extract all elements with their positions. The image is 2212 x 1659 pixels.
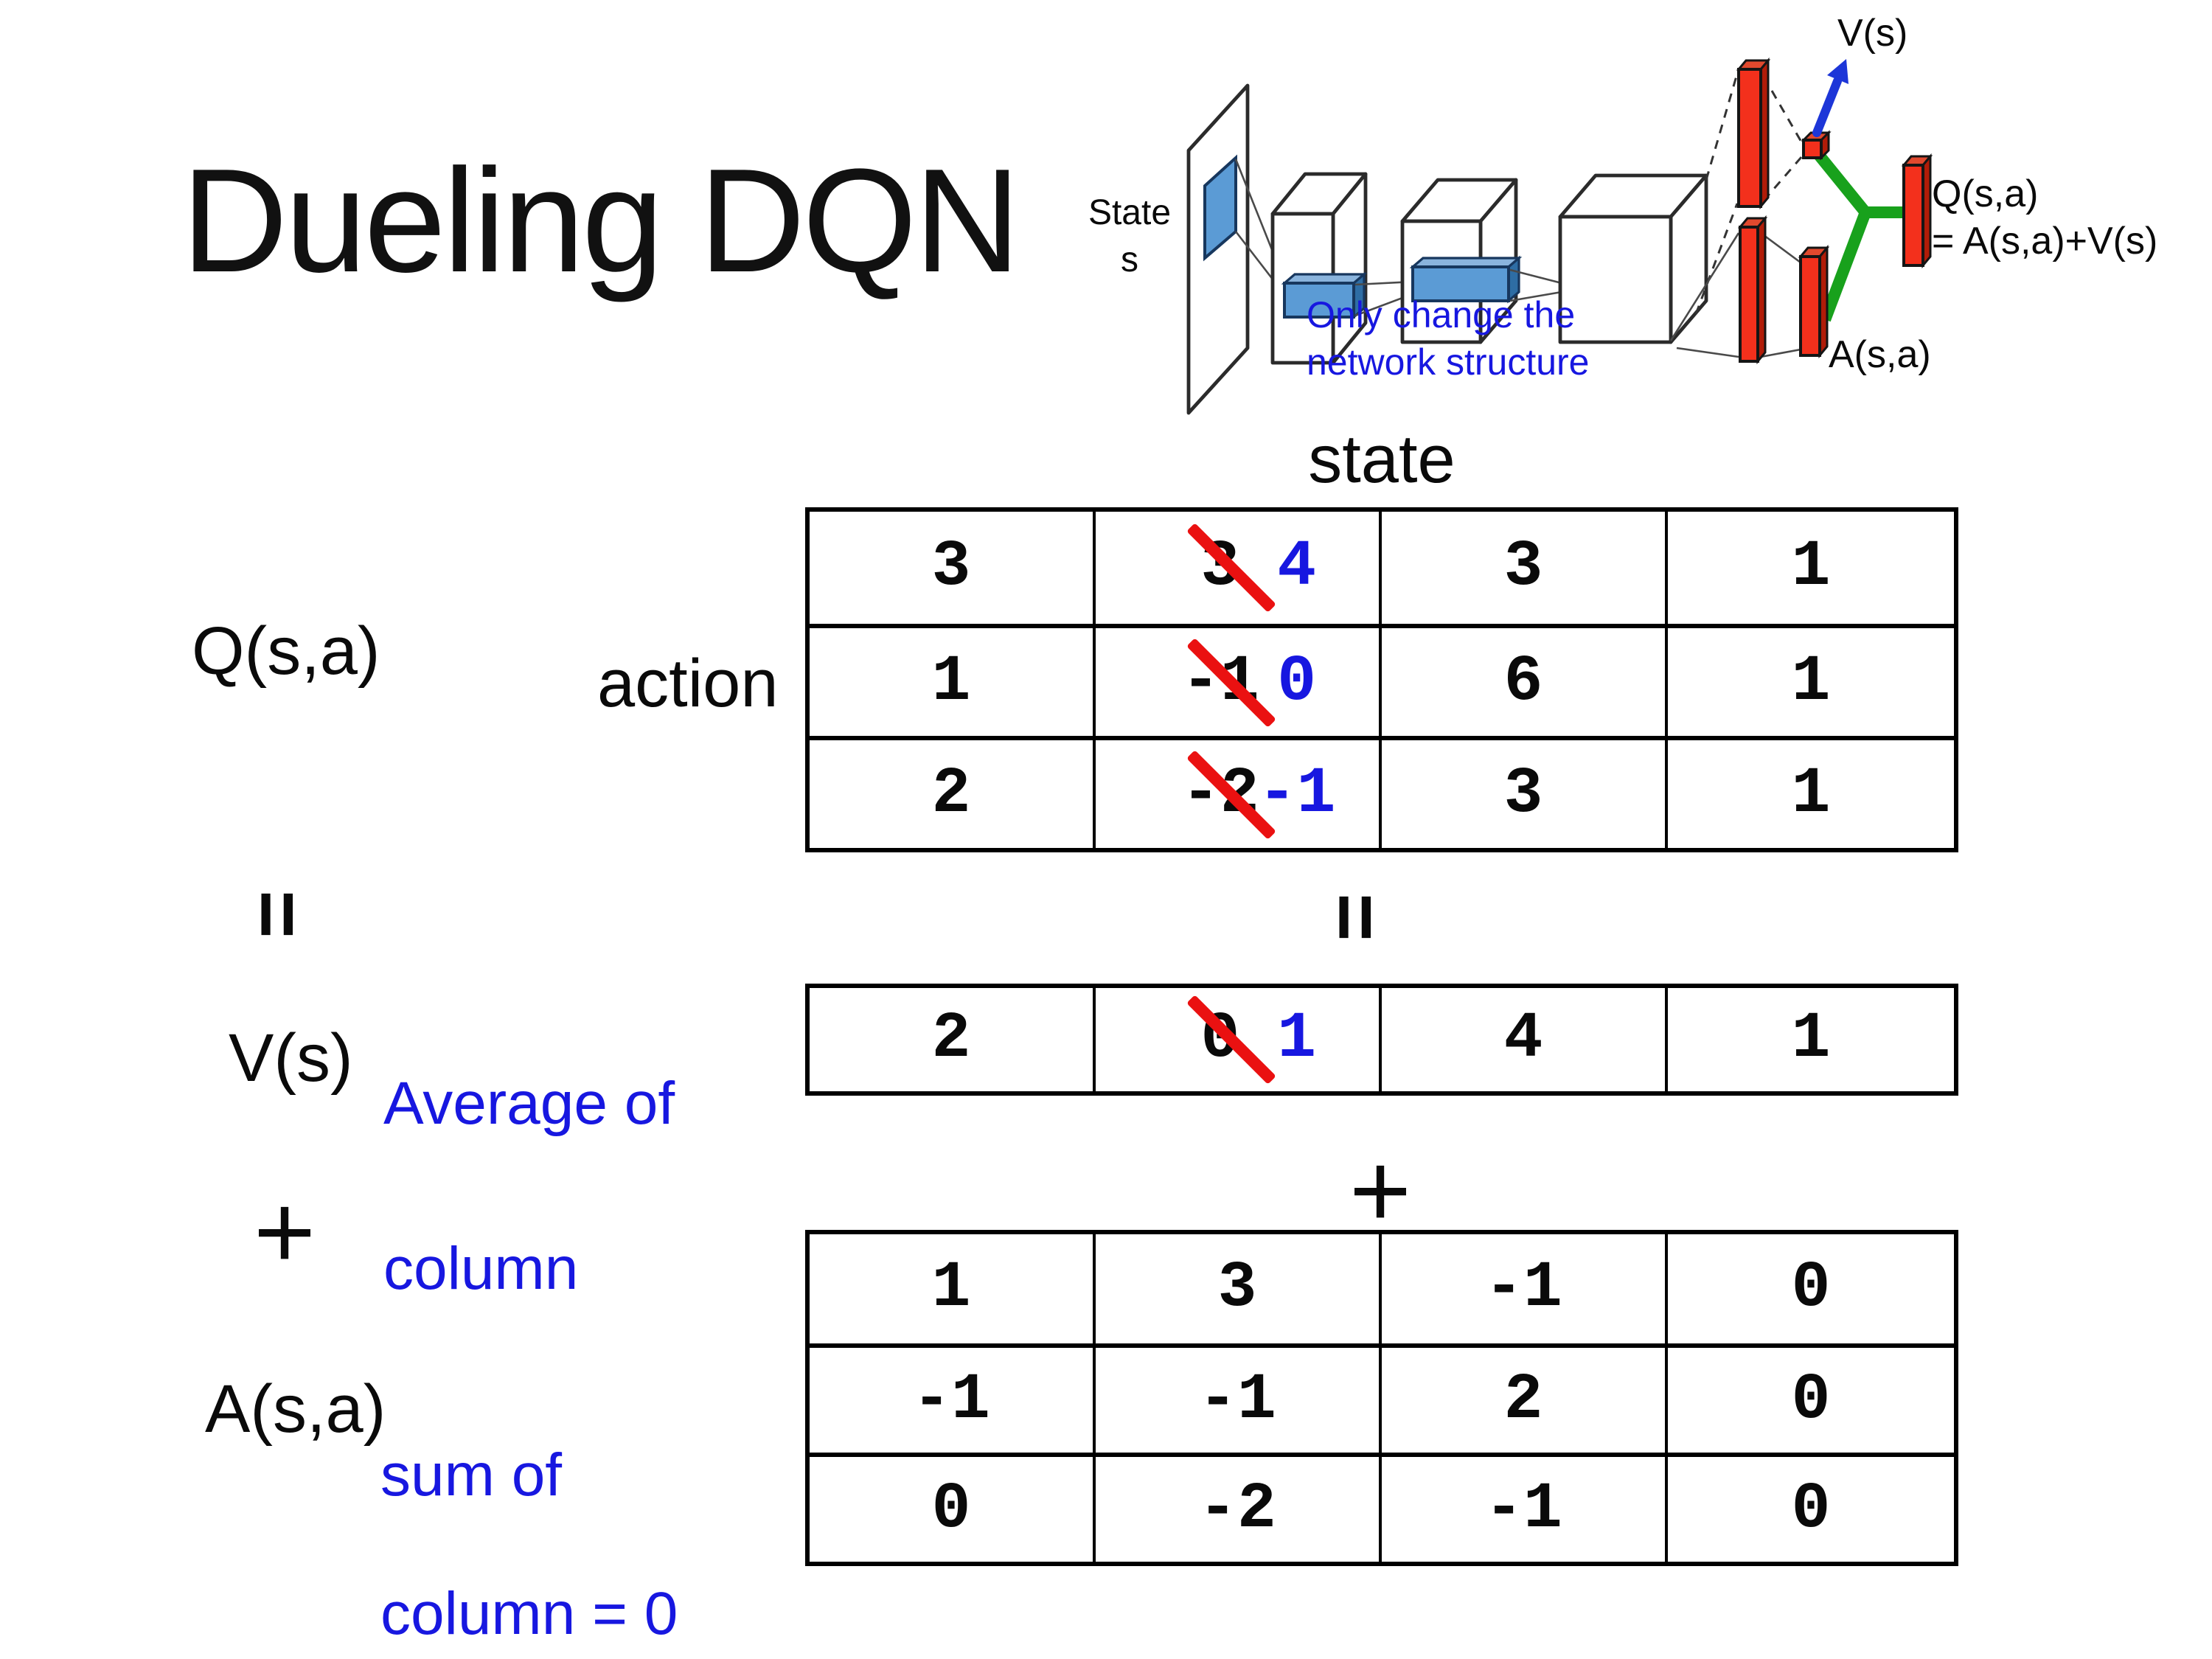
conv-box-1	[1270, 172, 1368, 365]
value-arrow-icon	[1812, 59, 1848, 137]
conv-filter-icon	[1203, 154, 1237, 262]
a-table: 1 3 -1 0 -1 -1 2 0 0 -2 -1 0	[805, 1230, 1958, 1566]
new-value: 0	[1277, 645, 1317, 719]
action-axis-label: action	[597, 644, 779, 721]
cell-value: 1	[1791, 531, 1831, 605]
a-cell-r0c3: 0	[1668, 1234, 1954, 1343]
a-cell-r2c3: 0	[1668, 1453, 1954, 1562]
diagram-a-output-label: A(s,a)	[1829, 333, 1931, 376]
average-note-line2: column	[383, 1234, 579, 1302]
value-scalar-node	[1801, 130, 1832, 161]
cell-value: 1	[931, 645, 971, 719]
cell-value: 0	[1791, 1252, 1831, 1326]
cell-value: -1	[1484, 1252, 1562, 1326]
cell-value: 0	[1791, 1472, 1831, 1546]
q-matrix-label: Q(s,a)	[192, 612, 380, 689]
v-matrix-label: V(s)	[229, 1019, 353, 1096]
v-cell-r0c3: 1	[1668, 988, 1954, 1091]
a-matrix-label: A(s,a)	[205, 1370, 386, 1447]
new-value: 4	[1277, 531, 1317, 605]
new-value: -1	[1257, 757, 1336, 831]
a-cell-r1c2: 2	[1382, 1343, 1668, 1453]
cell-value: 1	[931, 1252, 971, 1326]
cell-value: -1	[1484, 1472, 1562, 1546]
q-cell-r1c0: 1	[810, 624, 1096, 736]
cell-value: 1	[1791, 645, 1831, 719]
a-cell-r1c1: -1	[1096, 1343, 1382, 1453]
a-cell-r2c0: 0	[810, 1453, 1096, 1562]
cell-value: 0	[1791, 1363, 1831, 1437]
q-output-bar	[1901, 153, 1933, 269]
diagram-v-output-label: V(s)	[1837, 12, 1907, 55]
aggregation-link	[1812, 149, 1911, 322]
q-cell-r0c0: 3	[810, 512, 1096, 624]
conv-box-2	[1400, 178, 1523, 344]
cell-value: 2	[1503, 1363, 1543, 1437]
diagram-q-output-label: Q(s,a)	[1932, 173, 2038, 215]
diagram-q-formula-label: = A(s,a)+V(s)	[1932, 220, 2157, 262]
q-cell-r1c3: 1	[1668, 624, 1954, 736]
center-plus-sign: +	[1349, 1133, 1412, 1251]
cell-value: 3	[931, 531, 971, 605]
sum-note-line2: column = 0	[380, 1579, 678, 1647]
cell-value: 0	[931, 1472, 971, 1546]
a-cell-r2c2: -1	[1382, 1453, 1668, 1562]
advantage-fc-bar	[1737, 215, 1768, 365]
slide-title: Dueling DQN	[181, 139, 1020, 304]
cell-value: 6	[1503, 645, 1543, 719]
cell-value: -1	[912, 1363, 990, 1437]
cell-value: 2	[931, 757, 971, 831]
q-cell-r0c2: 3	[1382, 512, 1668, 624]
value-stream-dashed-lines	[1694, 73, 1804, 315]
a-cell-r2c1: -2	[1096, 1453, 1382, 1562]
diagram-note-line1: Only change the	[1307, 294, 1575, 335]
a-cell-r0c2: -1	[1382, 1234, 1668, 1343]
cell-value: -1	[1198, 1363, 1276, 1437]
average-note-line1: Average of	[383, 1069, 675, 1137]
cell-value: 3	[1503, 531, 1543, 605]
q-cell-r2c3: 1	[1668, 736, 1954, 848]
cell-value: 1	[1791, 1003, 1831, 1077]
sum-note-line1: sum of	[380, 1441, 563, 1509]
input-plane	[1186, 83, 1250, 415]
value-fc-bar	[1736, 57, 1771, 210]
conv-box-3	[1558, 173, 1708, 344]
advantage-vector-bar	[1798, 244, 1830, 359]
a-cell-r1c0: -1	[810, 1343, 1096, 1453]
cell-value: 2	[931, 1003, 971, 1077]
advantage-stream-lines	[1669, 232, 1801, 358]
cell-value: -2	[1198, 1472, 1276, 1546]
q-cell-r2c1: -2-1	[1096, 736, 1382, 848]
v-cell-r0c2: 4	[1382, 988, 1668, 1091]
a-cell-r0c1: 3	[1096, 1234, 1382, 1343]
a-cell-r1c3: 0	[1668, 1343, 1954, 1453]
q-cell-r1c2: 6	[1382, 624, 1668, 736]
diagram-note-line2: network structure	[1307, 341, 1589, 383]
cell-value: 3	[1503, 757, 1543, 831]
a-cell-r0c0: 1	[810, 1234, 1096, 1343]
cell-value: 4	[1503, 1003, 1543, 1077]
new-value: 1	[1277, 1003, 1317, 1077]
cell-value: 1	[1791, 757, 1831, 831]
cell-value: 3	[1217, 1252, 1257, 1326]
left-plus-sign: +	[254, 1174, 316, 1292]
q-cell-r0c3: 1	[1668, 512, 1954, 624]
diagram-state-s-label: s	[1121, 240, 1138, 279]
conv-lines-3	[1509, 268, 1562, 302]
q-cell-r2c2: 3	[1382, 736, 1668, 848]
diagram-state-label: State	[1088, 193, 1171, 232]
left-equals-sign: =	[232, 890, 325, 939]
center-equals-sign: =	[1310, 893, 1403, 942]
q-cell-r2c0: 2	[810, 736, 1096, 848]
state-axis-label: state	[1308, 420, 1455, 497]
network-diagram: State s V(s) Q(s,a) = A(s,a)+V(s) A(s,a)…	[1088, 12, 2157, 415]
v-cell-r0c0: 2	[810, 988, 1096, 1091]
